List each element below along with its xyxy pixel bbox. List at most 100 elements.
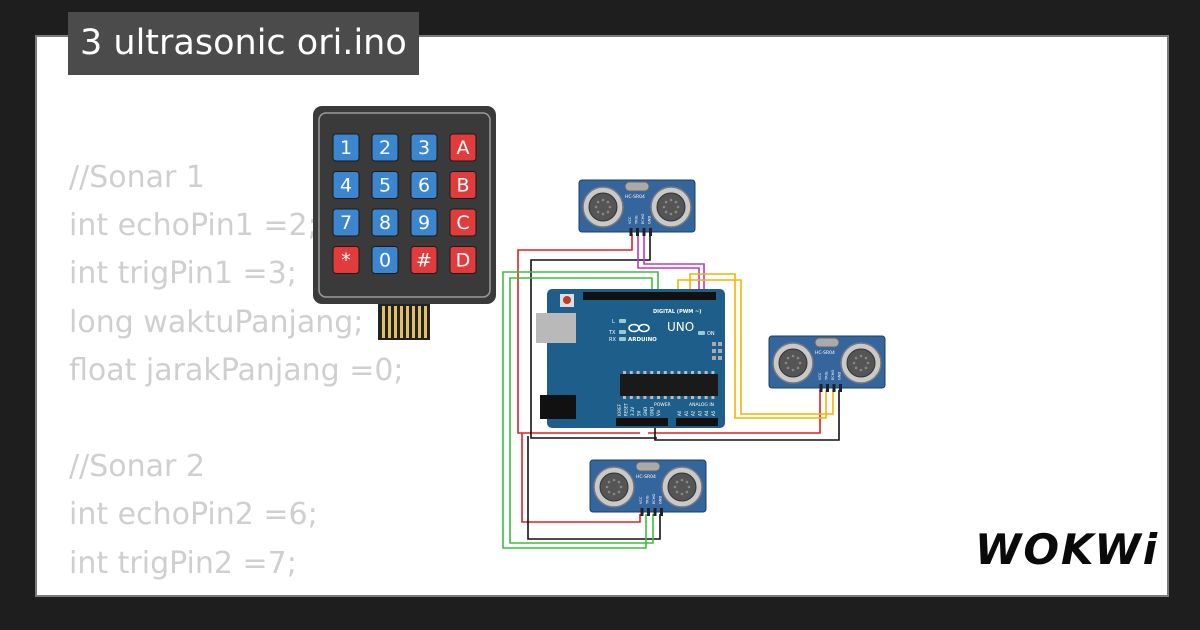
- power-jack: [540, 395, 576, 419]
- keypad-key-d[interactable]: D: [449, 246, 477, 274]
- code-line: int echoPin1 =2;: [69, 208, 318, 244]
- keypad-key-4[interactable]: 4: [332, 171, 360, 199]
- keypad-pin: [412, 306, 415, 338]
- analog-pin-label: A0: [677, 410, 682, 416]
- sensor-pin-label: VCC: [639, 496, 643, 504]
- power-pin-label: Vin: [656, 409, 661, 416]
- wire-purple: [643, 234, 705, 296]
- code-line: int echoPin2 =6;: [69, 497, 318, 533]
- arduino-uno[interactable]: L TX RX ON DIGITAL (PWM ~) UNO ARDUINO P…: [536, 289, 725, 428]
- keypad-key-label: B: [456, 175, 469, 197]
- keypad-key-label: D: [456, 250, 471, 272]
- sensor-pin: [839, 384, 842, 392]
- wire-yellow: [677, 279, 834, 415]
- l-led-label: L: [612, 319, 615, 325]
- wire-black: [654, 390, 840, 441]
- sensor-model-label: HC-SR04: [815, 350, 835, 356]
- keypad-key-2[interactable]: 2: [371, 133, 399, 162]
- keypad-key-9[interactable]: 9: [410, 208, 438, 237]
- keypad-key-hash[interactable]: #: [410, 246, 438, 274]
- crystal: [624, 181, 650, 192]
- sensor-model-label: HC-SR04: [636, 474, 656, 480]
- board-brand: ARDUINO: [628, 337, 657, 343]
- keypad-pin: [400, 306, 403, 338]
- sensor-pin-label: ECHO: [641, 214, 645, 224]
- wire-green: [509, 277, 654, 544]
- keypad-key-3[interactable]: 3: [410, 133, 438, 162]
- power-pin-label: 5V: [637, 410, 642, 416]
- keypad-key-label: 9: [418, 212, 430, 234]
- keypad-pin: [424, 306, 427, 338]
- sensor-pin-label: ECHO: [831, 370, 835, 380]
- sensor-pin: [653, 508, 657, 516]
- power-pin-label: 3.3V: [630, 407, 635, 416]
- wire-red: [517, 234, 640, 434]
- sensor-pin: [636, 228, 639, 236]
- power-pin-label: GND: [643, 407, 648, 416]
- power-label: POWER: [654, 402, 671, 408]
- keypad-key-b[interactable]: B: [449, 171, 477, 199]
- keypad-key-label: 1: [340, 137, 352, 159]
- sensor-pin-label: GND: [659, 496, 663, 504]
- keypad-key-label: #: [416, 250, 432, 272]
- sensor-pin: [819, 384, 823, 392]
- sensor-pin: [647, 508, 650, 516]
- digital-header: [583, 292, 716, 300]
- code-line: float jarakPanjang =0;: [69, 352, 404, 388]
- power-header: [616, 418, 668, 426]
- board-model: UNO: [667, 320, 694, 334]
- keypad-pin: [382, 306, 385, 338]
- keypad-key-label: *: [341, 250, 351, 272]
- wire-purple: [637, 234, 700, 296]
- rx-led-label: RX: [609, 337, 616, 343]
- code-line: long waktuLebar;: [69, 588, 404, 595]
- wire-black: [527, 436, 661, 540]
- sensor-pin-label: ECHO: [652, 494, 656, 504]
- wires: [502, 234, 840, 549]
- wire-red: [521, 433, 641, 523]
- keypad-key-1[interactable]: 1: [332, 133, 360, 162]
- keypad-key-0[interactable]: 0: [371, 246, 399, 274]
- microcontroller-chip: [620, 374, 718, 396]
- keypad-key-7[interactable]: 7: [332, 208, 360, 237]
- keypad-key-star[interactable]: *: [332, 246, 360, 274]
- power-pin-label: IOREF: [617, 403, 622, 416]
- sensor-pin-label: GND: [648, 216, 652, 224]
- sensor-pin-label: GND: [838, 372, 842, 380]
- keypad-key-5[interactable]: 5: [371, 171, 399, 199]
- keypad-key-label: 5: [379, 175, 391, 197]
- crystal: [814, 337, 840, 348]
- code-line: long waktuPanjang;: [69, 304, 364, 340]
- crystal: [635, 461, 661, 472]
- wire-red: [648, 390, 821, 434]
- analog-header: [676, 418, 718, 426]
- sensor-pin: [629, 228, 633, 236]
- analog-pin-label: A5: [711, 410, 716, 416]
- keypad-key-label: A: [457, 137, 470, 159]
- keypad-key-label: 4: [340, 175, 352, 197]
- wokwi-logo: WOKWi: [975, 525, 1160, 574]
- power-pin-label: RESET: [624, 403, 629, 416]
- sensor-pin-label: VCC: [818, 372, 822, 380]
- keypad-key-8[interactable]: 8: [371, 208, 399, 237]
- sensor-pin: [649, 228, 652, 236]
- keypad-pin: [406, 306, 409, 338]
- keypad-key-a[interactable]: A: [449, 133, 477, 162]
- keypad-connector: [378, 304, 430, 340]
- analog-pin-label: A1: [684, 410, 689, 416]
- project-title: 3 ultrasonic ori.ino: [68, 12, 419, 75]
- keypad-key-label: 2: [379, 137, 391, 159]
- keypad-pin: [418, 306, 421, 338]
- code-line: int trigPin1 =3;: [69, 256, 297, 292]
- tx-led-label: TX: [608, 330, 616, 336]
- keypad-key-c[interactable]: C: [449, 208, 477, 237]
- digital-label: DIGITAL (PWM ~): [653, 309, 701, 315]
- keypad-key-label: 6: [418, 175, 430, 197]
- power-pin-label: GND: [650, 407, 655, 416]
- keypad-key-6[interactable]: 6: [410, 171, 438, 199]
